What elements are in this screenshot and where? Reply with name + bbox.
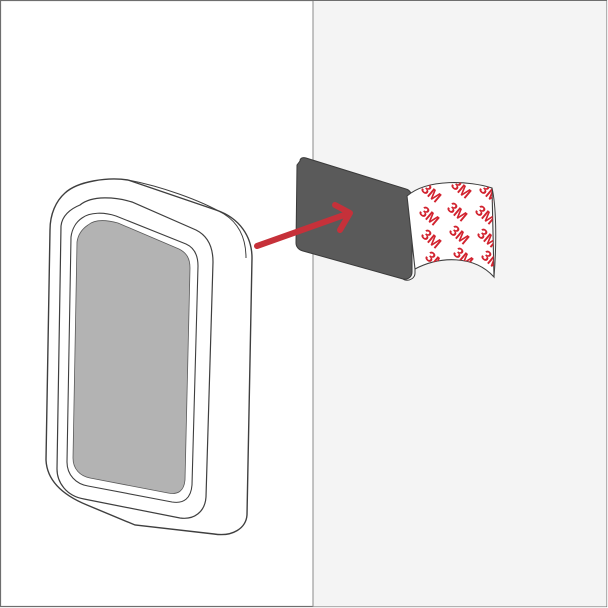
adhesive-pad: [295, 157, 413, 280]
wall-panel: [313, 1, 607, 607]
arrow-head: [332, 202, 353, 233]
arrow-icon: [254, 202, 353, 249]
device-icon: [45, 178, 253, 536]
adhesive-pad-side: [402, 197, 416, 281]
device-top-edge: [127, 179, 247, 259]
tape-liner-curl: [491, 187, 497, 278]
arrow-shaft: [254, 211, 350, 249]
adhesive-pad-icon: [295, 157, 416, 281]
device-screen: [72, 220, 191, 494]
